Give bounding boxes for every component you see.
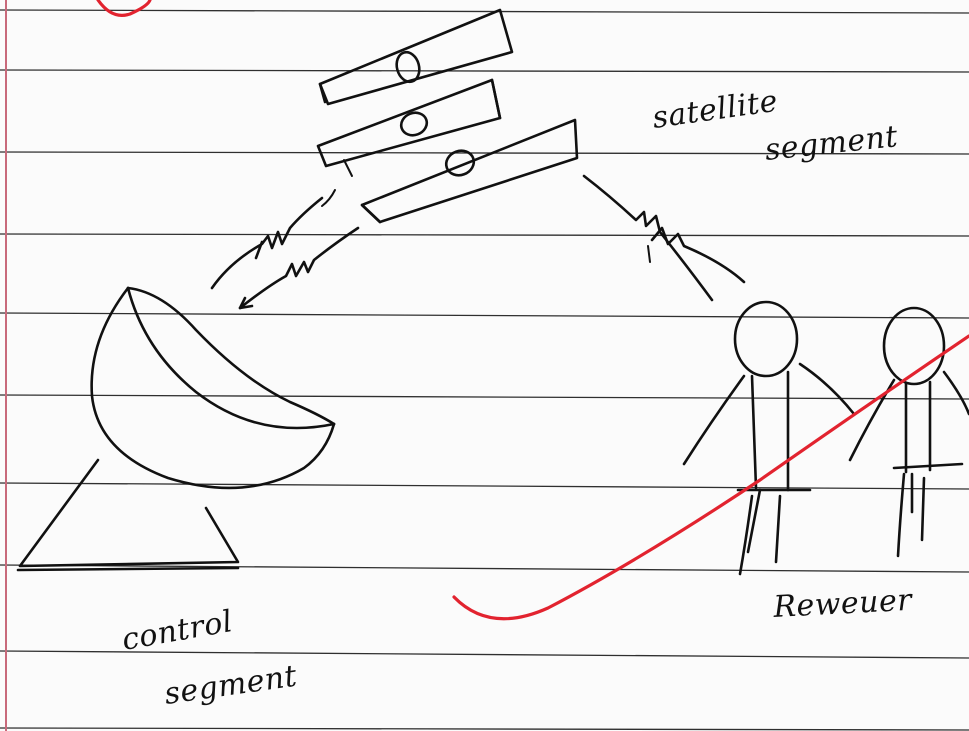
downlink-signal xyxy=(238,226,360,310)
label-satellite-segment-line1: satellite xyxy=(650,84,780,136)
label-satellite-segment-line2: segment xyxy=(763,119,900,168)
satellite-drawings xyxy=(316,8,579,224)
receiver-signal-a xyxy=(582,174,714,302)
notebook-rule-lines xyxy=(0,9,969,731)
uplink-signal xyxy=(210,196,324,290)
dish-bowl xyxy=(90,286,336,490)
downlink-arrowhead xyxy=(238,296,254,310)
receiver-signal-b xyxy=(650,226,746,284)
receiver-figure-2 xyxy=(848,306,969,558)
teacher-check-mark xyxy=(452,334,969,621)
label-receiver: Reweuer xyxy=(772,583,914,625)
control-dish xyxy=(16,286,336,572)
dish-rim xyxy=(126,286,336,426)
satellite-1 xyxy=(318,8,514,106)
dish-stand-ground xyxy=(16,566,240,572)
signal-waves xyxy=(210,174,746,310)
teacher-corner-mark xyxy=(96,0,152,17)
receiver-figures xyxy=(682,300,969,576)
satellite-3 xyxy=(360,118,579,224)
receiver-figure-1 xyxy=(682,300,856,576)
label-control-segment-line2: segment xyxy=(162,659,299,712)
dish-rim-inner xyxy=(126,286,336,430)
satellite-2 xyxy=(316,78,502,168)
dish-stand xyxy=(18,458,240,568)
label-control-segment-line1: control xyxy=(119,604,235,658)
